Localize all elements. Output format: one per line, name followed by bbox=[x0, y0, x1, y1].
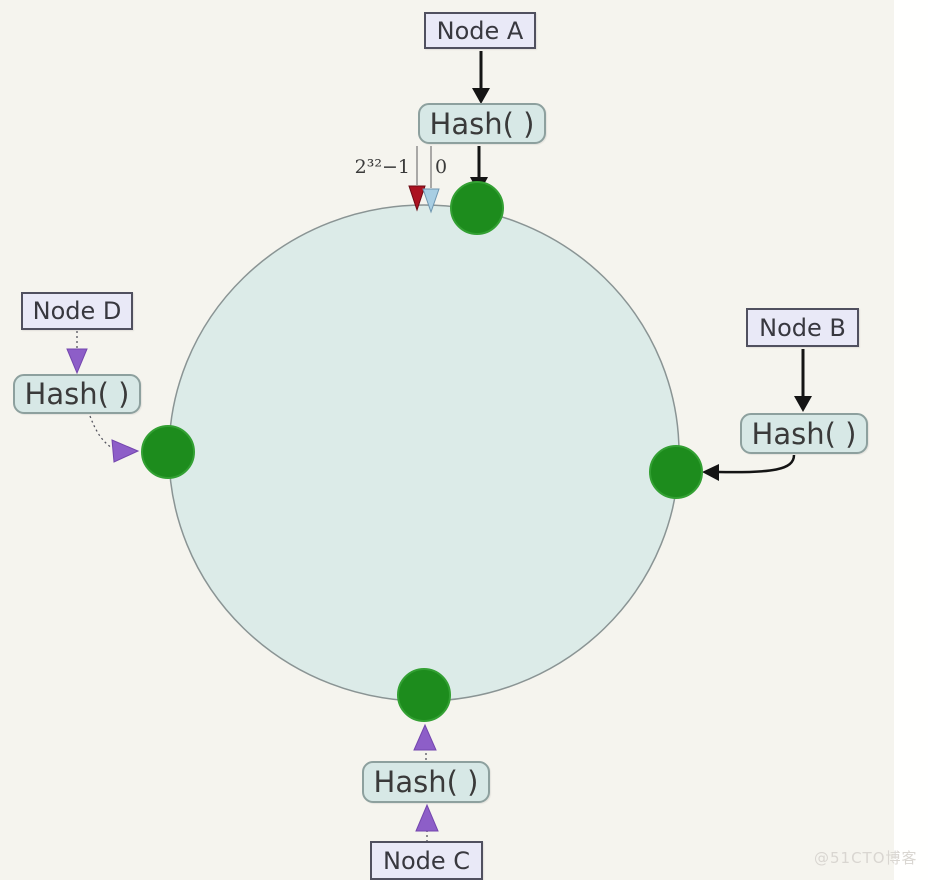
hash-function-box-b: Hash( ) bbox=[740, 413, 868, 454]
node-b-box: Node B bbox=[746, 308, 859, 347]
arrow-hash-d-to-ring bbox=[89, 415, 113, 449]
arrowhead-node-c-to-hash bbox=[415, 803, 439, 832]
watermark: @51CTO博客 bbox=[814, 849, 918, 867]
arrowhead-hash-b-to-ring bbox=[702, 464, 719, 481]
arrowhead-node-b-to-hash bbox=[794, 396, 812, 412]
node-d-box: Node D bbox=[21, 292, 133, 330]
arrow-hash-b-to-ring bbox=[717, 454, 796, 474]
right-edge-strip bbox=[894, 0, 928, 880]
arrowhead-hash-d-to-ring bbox=[111, 439, 140, 463]
marker-arrow-zero-blue bbox=[422, 188, 440, 214]
hash-function-box-a: Hash( ) bbox=[418, 103, 546, 144]
ring-dot-node-b bbox=[649, 445, 703, 499]
node-c-box: Node C bbox=[370, 841, 483, 880]
node-a-box: Node A bbox=[424, 12, 536, 49]
ring-dot-node-a bbox=[450, 181, 504, 235]
hash-ring-circle bbox=[168, 204, 680, 702]
marker-arrow-max-red bbox=[408, 185, 426, 212]
arrowhead-node-a-to-hash bbox=[472, 88, 490, 104]
arrowhead-node-d-to-hash bbox=[66, 348, 88, 375]
hash-function-box-d: Hash( ) bbox=[13, 374, 141, 414]
ring-max-value-label: 2³²−1 bbox=[354, 156, 410, 178]
hash-function-box-c: Hash( ) bbox=[362, 761, 490, 803]
ring-dot-node-c bbox=[397, 668, 451, 722]
ring-zero-value-label: 0 bbox=[435, 156, 448, 178]
ring-dot-node-d bbox=[141, 425, 195, 479]
arrowhead-hash-c-to-ring bbox=[413, 723, 437, 751]
